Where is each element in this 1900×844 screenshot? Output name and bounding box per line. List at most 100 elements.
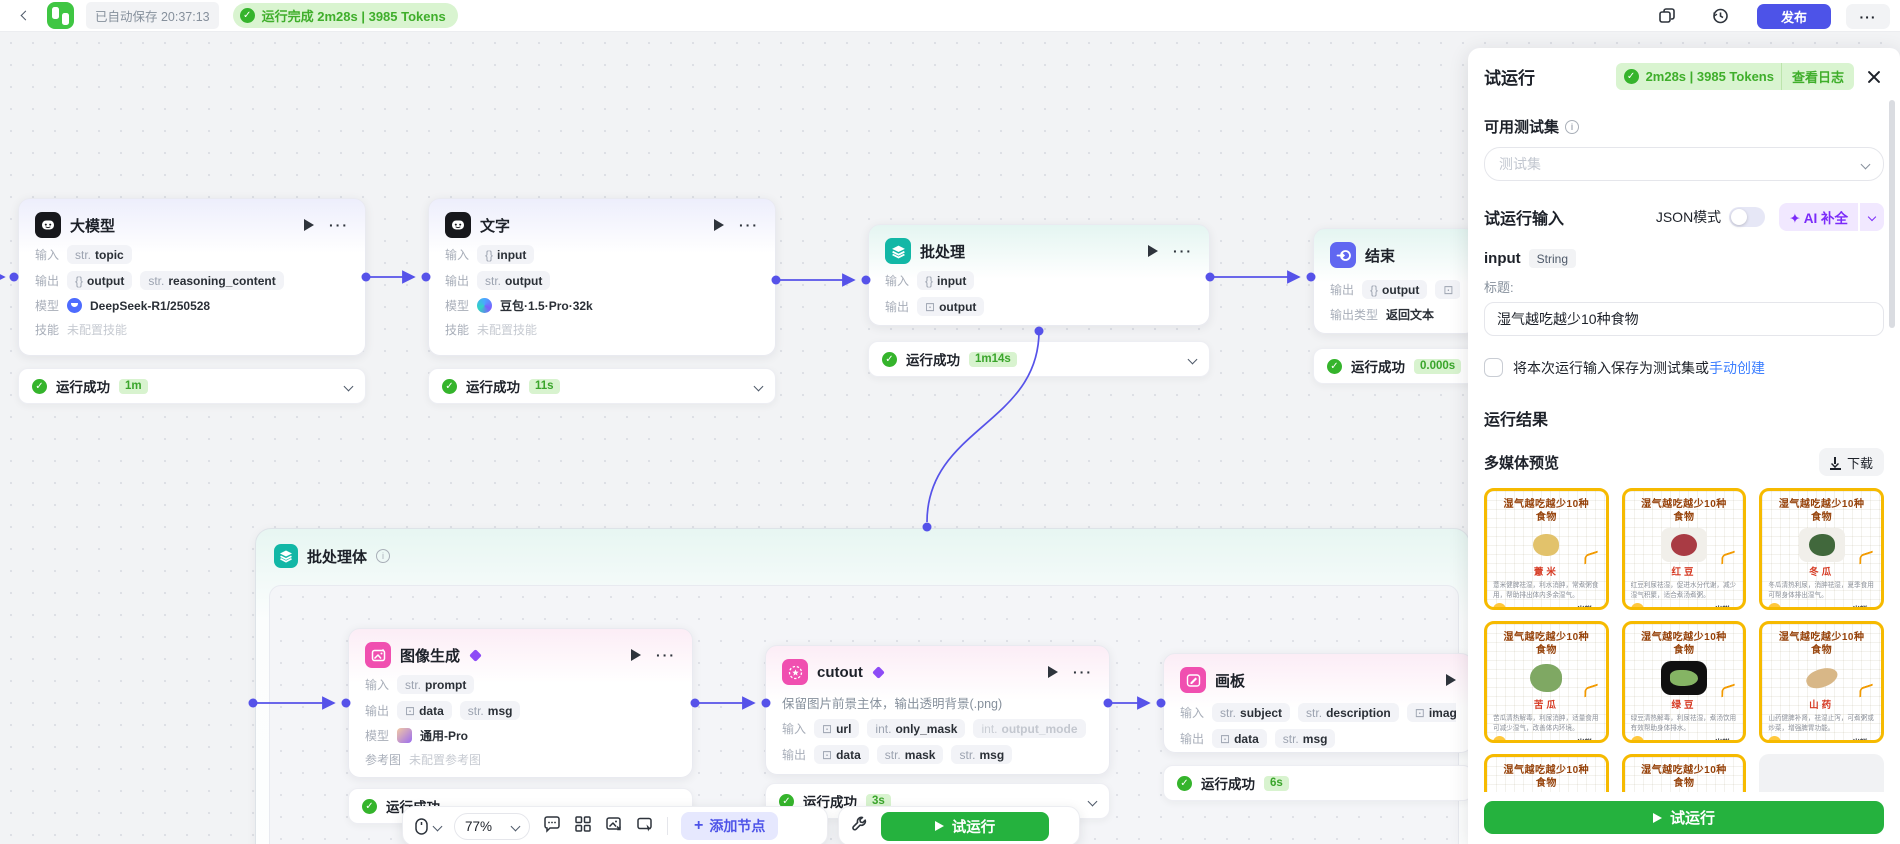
node-cutout[interactable]: cutout ··· 保留图片前景主体，输出透明背景(.png) 输入 ⊡url… <box>765 645 1110 775</box>
panel-test-run-button[interactable]: 试运行 <box>1484 801 1884 834</box>
result-image-card[interactable]: 湿气越吃越少10种食物 薏米 薏米健脾祛湿，利水消肿，常煮粥食用，帮助排出体内多… <box>1484 488 1609 610</box>
chevron-down-icon[interactable] <box>343 381 354 391</box>
json-mode-toggle[interactable] <box>1729 207 1766 227</box>
workflow-canvas[interactable]: 批处理体 i 大模型 ··· 输入 str.topic 输出 {}output … <box>0 32 1900 844</box>
download-icon <box>1829 456 1841 470</box>
param-type-badge: String <box>1528 249 1577 268</box>
food-illustration <box>1669 670 1698 686</box>
result-image-card[interactable]: 湿气越吃越少10种食物 苦瓜 苦瓜清热解毒，利尿消肿，适量食用可减少湿气，改善体… <box>1484 621 1609 743</box>
watermark: @米糕AI <box>1569 605 1600 610</box>
chevron-down-icon[interactable] <box>753 381 764 391</box>
app-logo[interactable] <box>47 2 74 29</box>
chevron-down-icon <box>1860 159 1871 169</box>
param-tag: {}output <box>67 271 133 290</box>
node-menu-icon[interactable]: ··· <box>329 217 349 233</box>
info-icon[interactable]: i <box>1565 119 1580 134</box>
success-icon: ✓ <box>362 798 377 814</box>
close-icon[interactable] <box>1864 67 1884 87</box>
run-node-icon[interactable] <box>1446 674 1456 686</box>
run-time-badge: 1m14s <box>969 351 1017 367</box>
node-status-text[interactable]: ✓ 运行成功 11s <box>428 368 776 404</box>
panel-scrollbar[interactable] <box>1889 100 1895 328</box>
media-grid: 湿气越吃越少10种食物 薏米 薏米健脾祛湿，利水消肿，常煮粥食用，帮助排出体内多… <box>1484 488 1884 844</box>
result-image-card[interactable]: 湿气越吃越少10种食物 绿豆 绿豆清热解毒，利尿祛湿，煮汤饮用有效帮助身体排水。… <box>1621 621 1747 743</box>
chevron-down-icon[interactable] <box>1187 354 1198 364</box>
pointer-mode-button[interactable] <box>415 817 443 835</box>
node-menu-icon[interactable]: ··· <box>1073 664 1093 680</box>
node-llm[interactable]: 大模型 ··· 输入 str.topic 输出 {}output str.rea… <box>18 198 366 356</box>
run-node-icon[interactable] <box>631 649 641 661</box>
node-status-board[interactable]: ✓ 运行成功 6s <box>1163 765 1473 801</box>
node-text[interactable]: 文字 ··· 输入 {}input 输出 str.output 模型 豆包·1.… <box>428 198 776 356</box>
export-image-icon[interactable] <box>605 815 623 838</box>
result-image-card[interactable]: 湿气越吃越少10种食物 红豆 红豆利尿祛湿，促进水分代谢，减少湿气积聚，适合煮汤… <box>1621 488 1747 610</box>
result-image-card[interactable]: 湿气越吃越少10种食物 山药 山药健脾补肾，祛湿止泻，可煮粥或炒菜，增强脾胃功能… <box>1759 621 1884 743</box>
history-icon[interactable] <box>1711 7 1729 30</box>
auto-layout-icon[interactable] <box>574 815 592 838</box>
view-log-link[interactable]: 查看日志 <box>1780 63 1854 90</box>
info-icon[interactable]: i <box>376 549 391 563</box>
title-input[interactable] <box>1484 302 1884 336</box>
node-status-llm[interactable]: ✓ 运行成功 1m <box>18 368 366 404</box>
run-node-icon[interactable] <box>714 219 724 231</box>
chevron-down-icon[interactable] <box>1087 796 1098 806</box>
param-tag: str.msg <box>1274 729 1336 748</box>
node-status-end[interactable]: ✓ 运行成功 0.000s <box>1313 348 1477 384</box>
comment-icon[interactable] <box>543 815 561 838</box>
node-menu-icon[interactable]: ··· <box>656 647 676 663</box>
node-status-batch[interactable]: ✓ 运行成功 1m14s <box>868 341 1210 377</box>
node-menu-icon[interactable]: ··· <box>1173 243 1193 259</box>
run-node-icon[interactable] <box>304 219 314 231</box>
autosave-status: 已自动保存 20:37:13 <box>86 2 219 29</box>
download-button[interactable]: 下载 <box>1818 448 1884 476</box>
run-node-icon[interactable] <box>1048 666 1058 678</box>
param-tag: str.msg <box>951 745 1013 764</box>
zoom-select[interactable]: 77% <box>454 812 530 840</box>
divider <box>667 817 668 835</box>
food-illustration <box>1670 534 1697 556</box>
testset-section-label: 可用测试集 i <box>1484 116 1884 137</box>
panel-title: 试运行 <box>1484 69 1535 88</box>
param-tag: ⊡output <box>917 297 985 316</box>
node-menu-icon[interactable]: ··· <box>739 217 759 233</box>
more-button[interactable]: ··· <box>1846 4 1890 29</box>
batch-body-title: 批处理体 <box>307 548 368 566</box>
plus-icon: + <box>694 817 704 834</box>
param-tag: ⊡data <box>397 701 452 720</box>
node-end[interactable]: 结束 输出 {}output ⊡ 输出类型 返回文本 <box>1313 228 1477 334</box>
copy-icon[interactable] <box>1658 7 1676 30</box>
doubao-icon <box>477 298 493 313</box>
field-label: 标题: <box>1484 280 1514 295</box>
param-tag: int.only_mask <box>867 719 966 738</box>
add-node-button[interactable]: + 添加节点 <box>681 812 779 840</box>
result-image-card[interactable]: 湿气越吃越少10种食物 冬瓜 冬瓜清热利尿，消肿祛湿，夏季食用可帮身体排出湿气。… <box>1759 488 1884 610</box>
ai-complete-dropdown[interactable] <box>1858 203 1884 231</box>
model-avatar <box>397 728 413 743</box>
testset-select[interactable]: 测试集 <box>1484 147 1884 181</box>
node-title: cutout <box>817 663 863 681</box>
wrench-icon[interactable] <box>851 815 869 838</box>
run-node-icon[interactable] <box>1148 245 1158 257</box>
select-area-icon[interactable] <box>636 815 654 838</box>
run-complete-badge[interactable]: ✓ 运行完成 2m28s | 3985 Tokens <box>232 3 458 28</box>
node-title: 文字 <box>480 217 511 235</box>
param-tag: ⊡image <box>1406 703 1456 722</box>
image-gen-icon <box>365 642 391 668</box>
arrow-doodle-icon <box>1859 550 1873 565</box>
test-run-button[interactable]: 试运行 <box>881 811 1049 841</box>
manual-create-link[interactable]: 手动创建 <box>1709 360 1765 376</box>
chevron-down-icon <box>432 821 443 831</box>
test-run-panel: 试运行 ✓ 2m28s | 3985 Tokens 查看日志 可用测试集 i 测… <box>1468 48 1900 844</box>
run-summary-badge: ✓ 2m28s | 3985 Tokens 查看日志 <box>1615 63 1854 90</box>
back-icon[interactable] <box>20 10 31 21</box>
results-section-label: 运行结果 <box>1484 412 1549 429</box>
node-image-gen[interactable]: 图像生成 ··· 输入 str.prompt 输出 ⊡data str.msg … <box>348 628 693 778</box>
ai-complete-button[interactable]: ✦ AI 补全 <box>1779 203 1884 231</box>
publish-button[interactable]: 发布 <box>1757 4 1831 29</box>
watermark: @米糕AI <box>1845 738 1875 743</box>
node-batch[interactable]: 批处理 ··· 输入 {}input 输出 ⊡output <box>868 224 1210 326</box>
save-testset-checkbox[interactable] <box>1484 358 1503 377</box>
watermark: @米糕AI <box>1569 738 1600 743</box>
node-board[interactable]: 画板 输入 str.subject str.description ⊡image… <box>1163 653 1473 753</box>
param-tag: str.topic <box>67 245 132 264</box>
